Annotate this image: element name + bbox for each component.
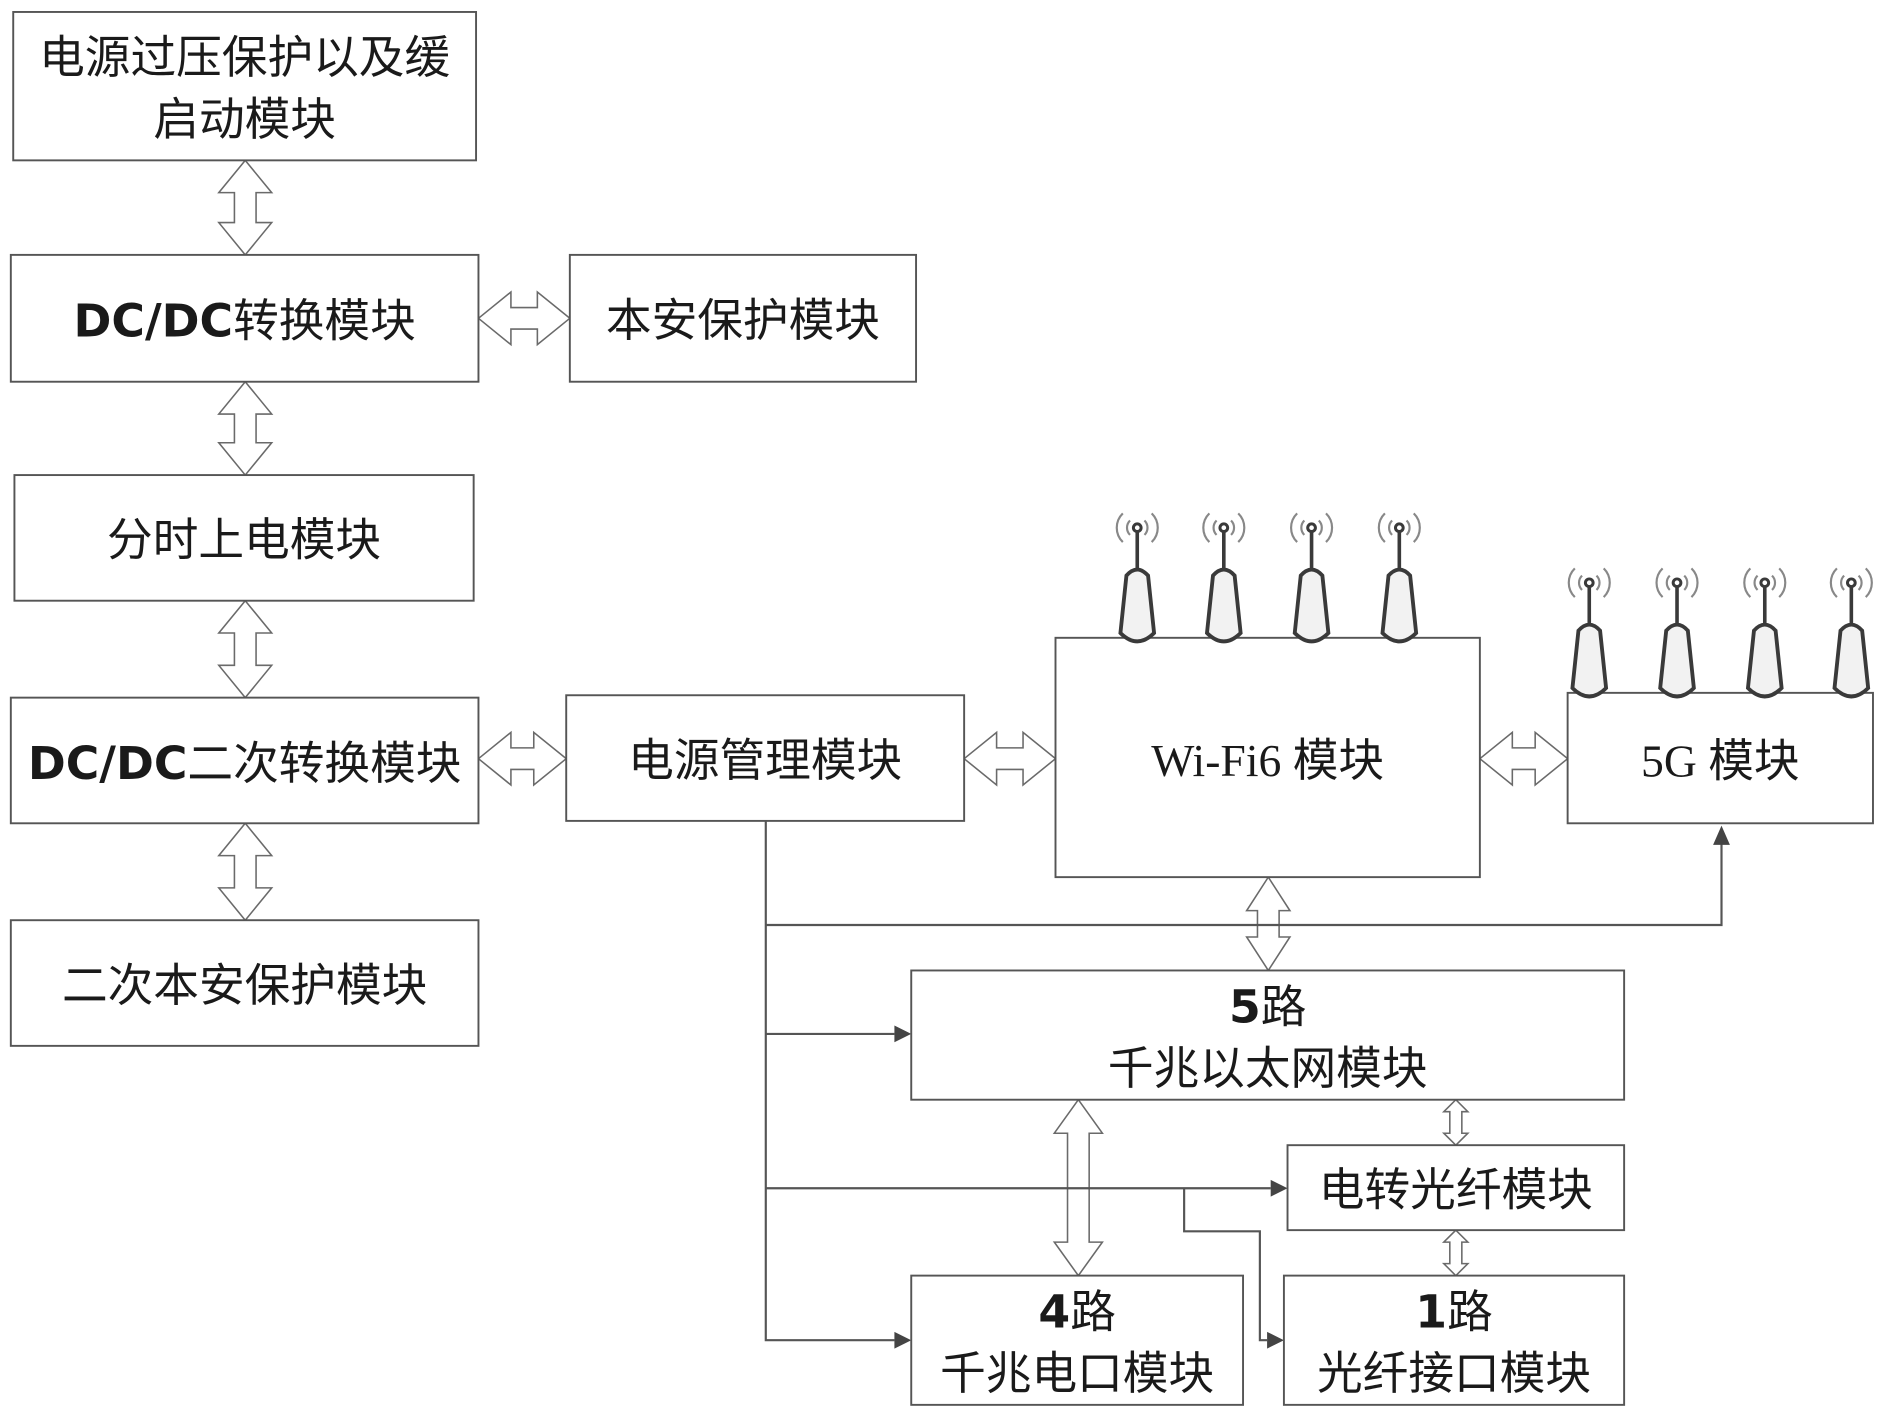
label-part: DC/DC: [28, 736, 188, 789]
antenna-icon: [1115, 512, 1159, 644]
module-label: 本安保护模块: [606, 294, 880, 347]
antenna-icon: [1743, 567, 1787, 699]
label-part: 5G: [1641, 735, 1708, 786]
bidirectional-arrow: [1441, 1229, 1470, 1277]
secondary-intrinsic-safety-module: 二次本安保护模块: [9, 919, 480, 1047]
arrowhead-icon: [894, 1331, 912, 1349]
bidirectional-arrow: [477, 290, 572, 347]
feed-to-5g: [765, 842, 1723, 927]
antenna-icon: [1567, 567, 1611, 699]
dcdc-conversion-module: DC/DC转换模块: [9, 253, 480, 383]
antenna-icon: [1829, 567, 1873, 699]
label-part: Wi-Fi6: [1151, 734, 1293, 785]
module-box: [9, 253, 480, 383]
label-part: DC/DC: [74, 294, 234, 347]
module-label: 启动模块: [153, 93, 336, 146]
5g-module: 5G 模块: [1566, 691, 1874, 825]
bidirectional-arrow: [1478, 730, 1569, 787]
bidirectional-arrow: [1441, 1098, 1470, 1147]
module-label: 电转光纤模块: [1319, 1164, 1593, 1217]
label-part: 模块: [1708, 734, 1799, 787]
arrowhead-icon: [1270, 1179, 1288, 1197]
label-part: 路: [1447, 1285, 1493, 1338]
dcdc-secondary-conversion-module: DC/DC二次转换模块: [9, 696, 480, 825]
antenna-icon: [1202, 512, 1246, 644]
module-box: [910, 969, 1626, 1101]
bidirectional-arrow: [217, 380, 274, 477]
module-box: [9, 696, 480, 825]
module-label: 5路: [1229, 980, 1306, 1033]
wifi6-module: Wi-Fi6 模块: [1054, 636, 1481, 879]
module-box: [1286, 1144, 1626, 1232]
bidirectional-arrow: [217, 159, 274, 257]
arrowhead-icon: [1267, 1331, 1284, 1349]
bidirectional-arrow: [217, 822, 274, 922]
module-box: [1054, 636, 1481, 879]
label-part: 转换模块: [233, 294, 416, 347]
module-label: 千兆电口模块: [940, 1347, 1214, 1400]
modules-layer: 电源过压保护以及缓启动模块DC/DC转换模块本安保护模块分时上电模块DC/DC二…: [9, 11, 1874, 1406]
label-part: 4: [1038, 1285, 1070, 1338]
arrowhead-icon: [894, 1025, 912, 1043]
module-label: 千兆以太网模块: [1108, 1042, 1428, 1095]
module-label: 电源过压保护以及缓: [39, 31, 450, 84]
electrical-to-fiber-module: 电转光纤模块: [1286, 1144, 1626, 1232]
trunk-line: [764, 820, 895, 1342]
module-label: DC/DC二次转换模块: [28, 736, 462, 789]
module-box: [9, 919, 480, 1047]
module-box: [1566, 691, 1874, 825]
bidirectional-arrow: [962, 730, 1057, 787]
label-part: 5: [1229, 980, 1261, 1033]
module-box: [12, 11, 478, 162]
bidirectional-arrow: [1245, 875, 1292, 972]
label-part: 路: [1070, 1285, 1116, 1338]
feed-to-fiber-port: [1183, 1188, 1268, 1342]
module-label: 二次本安保护模块: [62, 959, 427, 1012]
antenna-icon: [1655, 567, 1699, 699]
antenna-icon: [1290, 512, 1334, 644]
module-box: [565, 694, 966, 822]
antenna-icon: [1377, 512, 1421, 644]
module-label: 分时上电模块: [107, 514, 381, 567]
module-label: Wi-Fi6 模块: [1151, 733, 1384, 786]
module-box: [910, 1274, 1245, 1406]
label-part: 模块: [1293, 733, 1384, 786]
module-box: [13, 474, 475, 602]
module-box: [568, 253, 918, 383]
arrowhead-icon: [1713, 825, 1730, 845]
module-label: 1路: [1415, 1285, 1492, 1338]
timed-powerup-module: 分时上电模块: [13, 474, 475, 602]
module-label: DC/DC转换模块: [74, 294, 416, 347]
label-part: 路: [1261, 980, 1307, 1033]
module-label: 电源管理模块: [628, 734, 902, 787]
label-part: 二次转换模块: [187, 736, 461, 789]
antennas-layer: [1115, 512, 1873, 699]
bidirectional-arrow: [477, 730, 568, 787]
module-box: [1282, 1274, 1626, 1406]
label-part: 1: [1415, 1285, 1447, 1338]
module-label: 5G 模块: [1641, 734, 1800, 787]
bidirectional-arrow: [217, 599, 274, 699]
module-label: 4路: [1038, 1285, 1115, 1338]
module-label: 光纤接口模块: [1317, 1347, 1591, 1400]
links-layer: [217, 159, 1730, 1349]
power-management-module: 电源管理模块: [565, 694, 966, 822]
intrinsic-safety-module: 本安保护模块: [568, 253, 918, 383]
